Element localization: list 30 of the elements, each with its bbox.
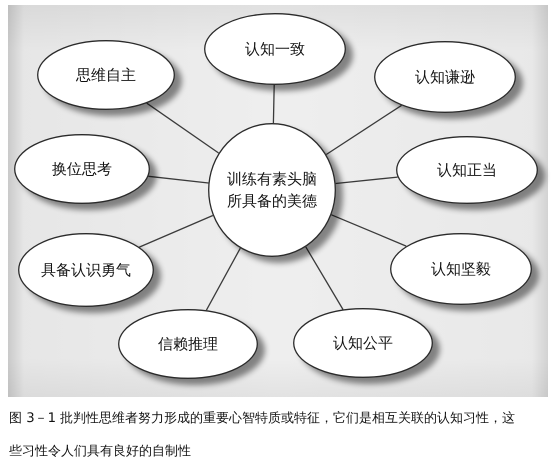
node-label: 认知正当 (437, 160, 497, 181)
ellipse-node (204, 13, 346, 85)
connector-line (305, 246, 344, 310)
node-label: 认知公平 (333, 333, 393, 354)
connector-line (331, 214, 406, 247)
connector-line (326, 104, 402, 156)
connector-line (336, 176, 398, 184)
node-label: 换位思考 (52, 159, 112, 180)
connector-line (272, 84, 275, 124)
ellipse-node (118, 309, 258, 379)
node-label: 思维自主 (76, 65, 136, 86)
ellipse-node (37, 40, 175, 110)
ellipse-node (18, 233, 154, 307)
figure-caption: 图 3－1 批判性思维者努力形成的重要心智特质或特征，它们是相互关联的认知习性，这些习性令人们具有良好的自制性 (9, 410, 516, 461)
ellipse-node (374, 41, 516, 113)
node-label: 认知坚毅 (431, 259, 491, 280)
node-label: 具备认识勇气 (41, 260, 131, 281)
node-label: 认知一致 (245, 39, 305, 60)
connector-line (206, 248, 241, 311)
ellipse-node (293, 308, 433, 378)
ellipse-node (14, 134, 150, 204)
ellipse-node (390, 233, 532, 305)
connector-line (148, 176, 208, 184)
connector-line (146, 102, 219, 154)
node-label: 信赖推理 (158, 334, 218, 355)
connector-line (139, 214, 214, 248)
ellipse-node (396, 136, 538, 204)
node-label: 训练有素头脑所具备的美德 (226, 169, 318, 212)
ellipse-node (208, 123, 336, 257)
node-label: 认知谦逊 (415, 67, 475, 88)
